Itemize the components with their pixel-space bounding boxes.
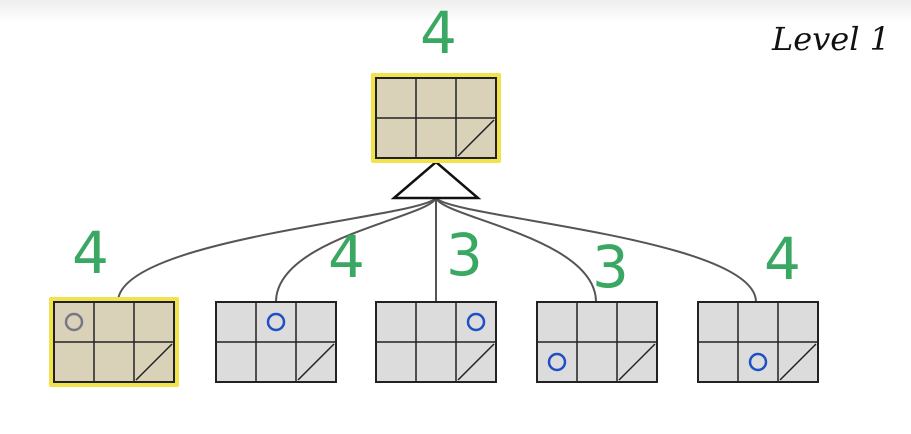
child-board-4-marker-circle xyxy=(547,352,567,372)
edge-2 xyxy=(275,197,437,303)
root-board-slash xyxy=(457,119,495,157)
child-board-2-marker-circle xyxy=(266,312,286,332)
edge-4 xyxy=(435,197,597,303)
child-score-3: 3 xyxy=(446,221,483,289)
child-score-4: 3 xyxy=(592,233,629,301)
max-triangle xyxy=(390,160,482,200)
child-board-3-slash xyxy=(457,343,495,381)
child-board-2-slash xyxy=(297,343,335,381)
child-board-1-marker-circle xyxy=(64,312,84,332)
child-board-1-slash xyxy=(135,343,173,381)
edge-5 xyxy=(435,197,757,303)
child-score-2: 4 xyxy=(328,223,365,291)
child-board-5-marker-circle xyxy=(748,352,768,372)
child-board-3-marker-circle xyxy=(466,312,486,332)
level-label: Level 1 xyxy=(772,20,890,58)
child-score-1: 4 xyxy=(72,219,109,287)
child-board-4-slash xyxy=(618,343,656,381)
root-score: 4 xyxy=(420,0,457,67)
edge-1 xyxy=(117,197,437,303)
child-score-5: 4 xyxy=(764,225,801,293)
child-board-5-slash xyxy=(779,343,817,381)
